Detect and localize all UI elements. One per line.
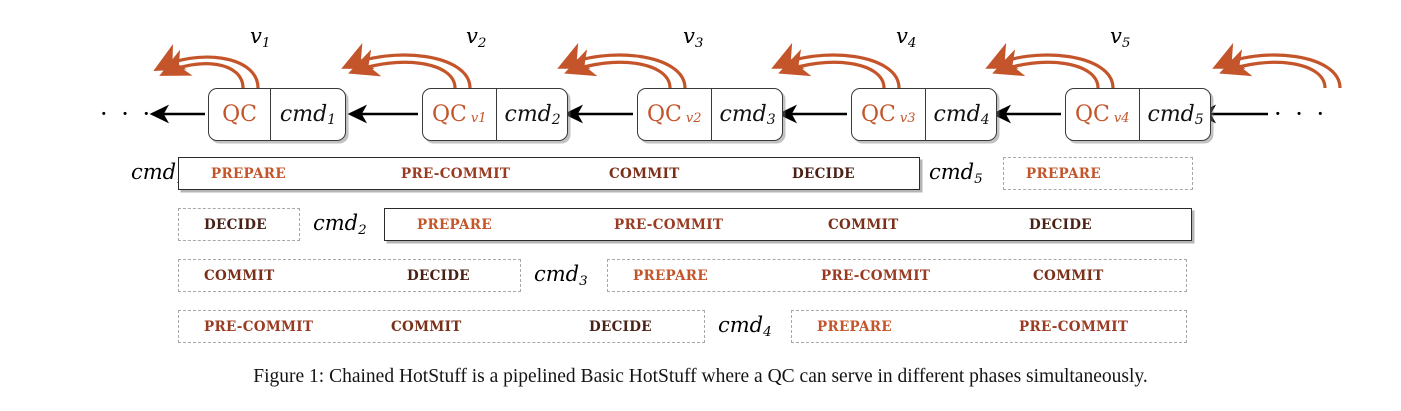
phase-commit: COMMIT xyxy=(204,267,275,284)
phase-pre-commit: PRE-COMMIT xyxy=(401,165,511,182)
phase-commit: COMMIT xyxy=(391,318,462,335)
phase-pre-commit: PRE-COMMIT xyxy=(821,267,931,284)
view-label-v4: v4 xyxy=(896,24,917,52)
phase-prepare: PREPARE xyxy=(417,216,492,233)
row4-segment-2[interactable]: PREPARE PRE-COMMIT xyxy=(791,310,1187,343)
row3-cmd3-label: cmd3 xyxy=(534,262,588,290)
node-qc-cell: QC xyxy=(209,89,271,140)
chain-ellipsis-left: · · · xyxy=(100,100,154,128)
row1-segment-2[interactable]: PREPARE xyxy=(1003,157,1193,190)
view-label-v3: v3 xyxy=(683,24,704,52)
phase-decide: DECIDE xyxy=(204,216,267,233)
node-cmd-text: cmd xyxy=(719,102,767,127)
row3-segment-1[interactable]: COMMIT DECIDE xyxy=(178,259,521,292)
chain-ellipsis-right: · · · xyxy=(1274,100,1328,128)
node-qc-label: QC xyxy=(1075,102,1110,127)
phase-commit: COMMIT xyxy=(609,165,680,182)
row2-segment-1[interactable]: DECIDE xyxy=(178,208,300,241)
node-qc-sub: v2 xyxy=(685,111,702,126)
node-cmd-text: cmd xyxy=(933,102,981,127)
node-qc-sub: v4 xyxy=(1113,111,1130,126)
phase-pre-commit: PRE-COMMIT xyxy=(614,216,724,233)
phase-commit: COMMIT xyxy=(1033,267,1104,284)
node-cmd-text: cmd xyxy=(504,102,552,127)
node-cmd-text: cmd xyxy=(279,102,328,127)
phase-pre-commit: PRE-COMMIT xyxy=(1019,318,1129,335)
phase-prepare: PREPARE xyxy=(633,267,708,284)
figure-caption: Figure 1: Chained HotStuff is a pipeline… xyxy=(253,366,1148,387)
row4-segment-1[interactable]: PRE-COMMIT COMMIT DECIDE xyxy=(178,310,705,343)
phase-decide: DECIDE xyxy=(407,267,470,284)
node-cmd-text: cmd xyxy=(1147,102,1195,127)
row3-segment-2[interactable]: PREPARE PRE-COMMIT COMMIT xyxy=(607,259,1187,292)
node-qc-label: QC xyxy=(222,102,257,127)
node-cmd-sub: 3 xyxy=(766,111,776,128)
node-cmd-sub: 2 xyxy=(551,111,561,128)
row1-segment-1[interactable]: PREPARE PRE-COMMIT COMMIT DECIDE xyxy=(178,157,920,190)
node-qc-sub: v1 xyxy=(470,111,487,126)
view-label-v2: v2 xyxy=(466,24,487,52)
phase-prepare: PREPARE xyxy=(211,165,286,182)
node-cmd-sub: 1 xyxy=(327,111,337,128)
node-cmd-sub: 4 xyxy=(980,111,990,128)
row4-cmd4-label: cmd4 xyxy=(718,313,772,341)
node-cmd-sub: 5 xyxy=(1194,111,1204,128)
phase-decide: DECIDE xyxy=(589,318,652,335)
node-qc-sub: v3 xyxy=(899,111,916,126)
phase-prepare: PREPARE xyxy=(817,318,892,335)
phase-pre-commit: PRE-COMMIT xyxy=(204,318,314,335)
node-qc-label: QC xyxy=(861,102,896,127)
row2-cmd2-label: cmd2 xyxy=(313,211,367,239)
phase-commit: COMMIT xyxy=(828,216,899,233)
phase-decide: DECIDE xyxy=(792,165,855,182)
node-qc-label: QC xyxy=(432,102,467,127)
phase-prepare: PREPARE xyxy=(1026,165,1101,182)
row2-segment-2[interactable]: PREPARE PRE-COMMIT COMMIT DECIDE xyxy=(384,208,1192,241)
row1-cmd5-label: cmd5 xyxy=(929,160,983,188)
view-label-v1: v1 xyxy=(250,24,271,52)
view-label-v5: v5 xyxy=(1110,24,1131,52)
phase-decide: DECIDE xyxy=(1029,216,1092,233)
node-qc-label: QC xyxy=(647,102,682,127)
